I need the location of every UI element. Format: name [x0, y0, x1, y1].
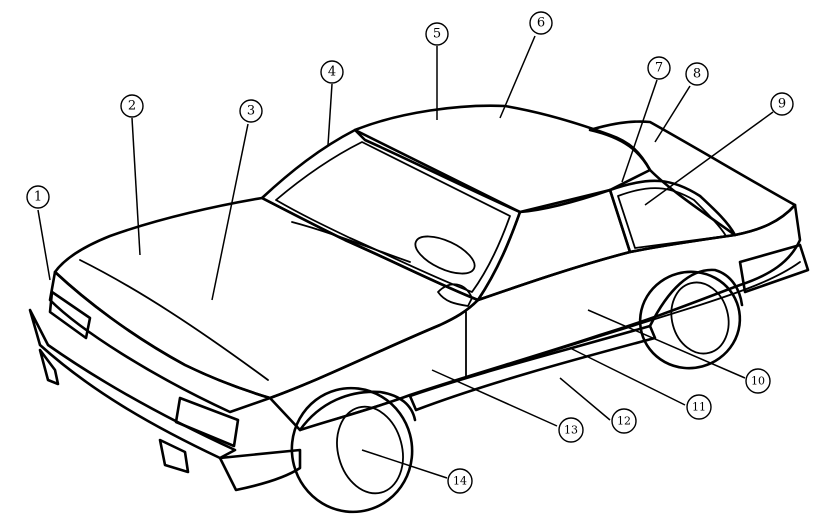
callout-8: 8 — [685, 62, 709, 86]
front-fascia — [48, 270, 272, 414]
bumper-guard-right — [158, 438, 190, 474]
steering-wheel — [414, 235, 476, 275]
leader-8 — [654, 85, 691, 143]
hood-crease — [79, 259, 269, 381]
callout-11: 11 — [686, 394, 712, 420]
hood — [53, 196, 480, 400]
rear-wheel-hub — [670, 281, 730, 355]
callout-14: 14 — [447, 468, 473, 494]
rocker-panel — [408, 324, 657, 412]
callout-7: 7 — [647, 56, 671, 80]
windshield-inner — [275, 141, 511, 293]
car-drawing — [28, 104, 810, 514]
dash-line — [291, 221, 411, 263]
callout-13-label: 13 — [564, 424, 578, 437]
leader-10 — [587, 309, 746, 379]
side-body — [268, 203, 802, 432]
callout-14-label: 14 — [453, 475, 467, 488]
callout-1-label: 1 — [34, 190, 42, 205]
body-crease — [299, 261, 801, 431]
callout-12-label: 12 — [617, 415, 631, 428]
callout-5-label: 5 — [433, 27, 441, 42]
leader-6 — [499, 35, 536, 119]
callout-2: 2 — [120, 94, 144, 118]
rear-wheel-arch — [648, 268, 744, 328]
front-lower-panel — [218, 448, 302, 492]
callout-9: 9 — [770, 92, 794, 116]
leader-lines — [37, 35, 774, 479]
bumper-guard-left — [38, 348, 60, 386]
leader-9 — [644, 111, 774, 206]
leader-14 — [361, 449, 448, 479]
leader-2 — [131, 117, 141, 256]
callout-6: 6 — [529, 11, 553, 35]
car-roof — [353, 104, 652, 214]
leader-12 — [559, 377, 611, 421]
callout-12: 12 — [611, 408, 637, 434]
callout-3-label: 3 — [247, 104, 255, 119]
leader-3 — [211, 123, 249, 301]
callout-5: 5 — [425, 22, 449, 46]
callout-4: 4 — [320, 60, 344, 84]
right-headlight — [174, 396, 240, 448]
front-wheel — [290, 386, 414, 514]
callout-1: 1 — [26, 185, 50, 209]
leader-11 — [569, 347, 686, 406]
leader-1 — [37, 209, 51, 281]
front-wheel-hub — [336, 405, 404, 495]
leader-7 — [621, 79, 658, 183]
callout-10: 10 — [745, 368, 771, 394]
callout-10-label: 10 — [751, 375, 765, 388]
callout-11-label: 11 — [692, 401, 706, 414]
left-headlight — [48, 290, 92, 340]
rear-quarter-window-inner — [617, 187, 727, 249]
callout-2-label: 2 — [128, 99, 136, 114]
rear-bumper — [738, 243, 810, 294]
callout-4-label: 4 — [328, 65, 336, 80]
callout-7-label: 7 — [655, 61, 663, 76]
front-wheel-arch — [298, 390, 417, 432]
callout-9-label: 9 — [778, 97, 786, 112]
callout-6-label: 6 — [537, 16, 545, 31]
leader-13 — [431, 369, 558, 427]
callout-13: 13 — [558, 417, 584, 443]
seat — [437, 283, 473, 307]
front-bumper — [28, 308, 237, 460]
leader-4 — [327, 83, 333, 146]
callout-3: 3 — [239, 99, 263, 123]
callout-8-label: 8 — [693, 67, 701, 82]
